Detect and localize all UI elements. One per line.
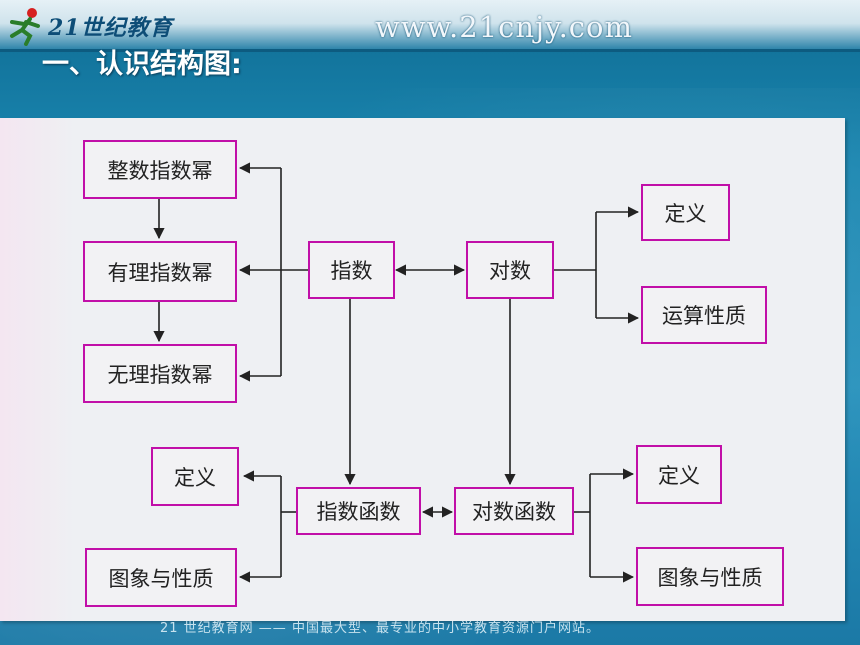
logo-text: 21世纪教育 bbox=[48, 15, 173, 41]
node-logarithm: 对数 bbox=[466, 241, 554, 299]
site-logo: 21世纪教育 bbox=[4, 4, 230, 48]
node-exp-function: 指数函数 bbox=[296, 487, 421, 535]
footer-text: 21 世纪教育网 —— 中国最大型、最专业的中小学教育资源门户网站。 bbox=[160, 621, 600, 636]
node-log-function: 对数函数 bbox=[454, 487, 574, 535]
runner-logo-icon bbox=[10, 8, 40, 46]
node-log-func-graph-properties: 图象与性质 bbox=[636, 547, 784, 606]
node-exp-func-graph-properties: 图象与性质 bbox=[85, 548, 237, 607]
node-log-func-definition: 定义 bbox=[636, 445, 722, 504]
node-rational-power: 有理指数幂 bbox=[83, 241, 237, 302]
slide-title: 一、认识结构图: bbox=[42, 49, 242, 80]
node-exponent: 指数 bbox=[308, 241, 395, 299]
node-integer-power: 整数指数幂 bbox=[83, 140, 237, 199]
website-url: www.21cnjy.com bbox=[375, 10, 634, 44]
header-bar: 21世纪教育 www.21cnjy.com bbox=[0, 0, 860, 52]
node-log-definition: 定义 bbox=[641, 184, 730, 241]
node-log-properties: 运算性质 bbox=[641, 286, 767, 344]
node-irrational-power: 无理指数幂 bbox=[83, 344, 237, 403]
node-exp-func-definition: 定义 bbox=[151, 447, 239, 506]
